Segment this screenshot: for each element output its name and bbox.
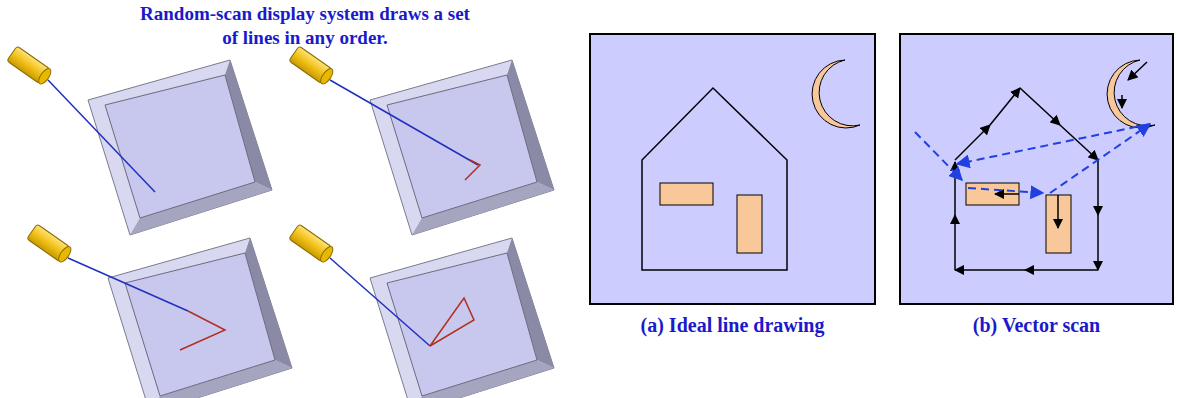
ideal-drawing-panel [590,34,875,304]
vector-scan-panel [900,34,1173,304]
crt-monitor [289,46,554,235]
crt-monitor [7,46,272,235]
panel-caption: (b) Vector scan [900,312,1173,338]
section-heading: Random-scan display system draws a set o… [130,2,480,50]
crt-monitor [27,224,292,398]
crt-monitor [289,224,554,398]
panel-caption: (a) Ideal line drawing [590,312,875,338]
